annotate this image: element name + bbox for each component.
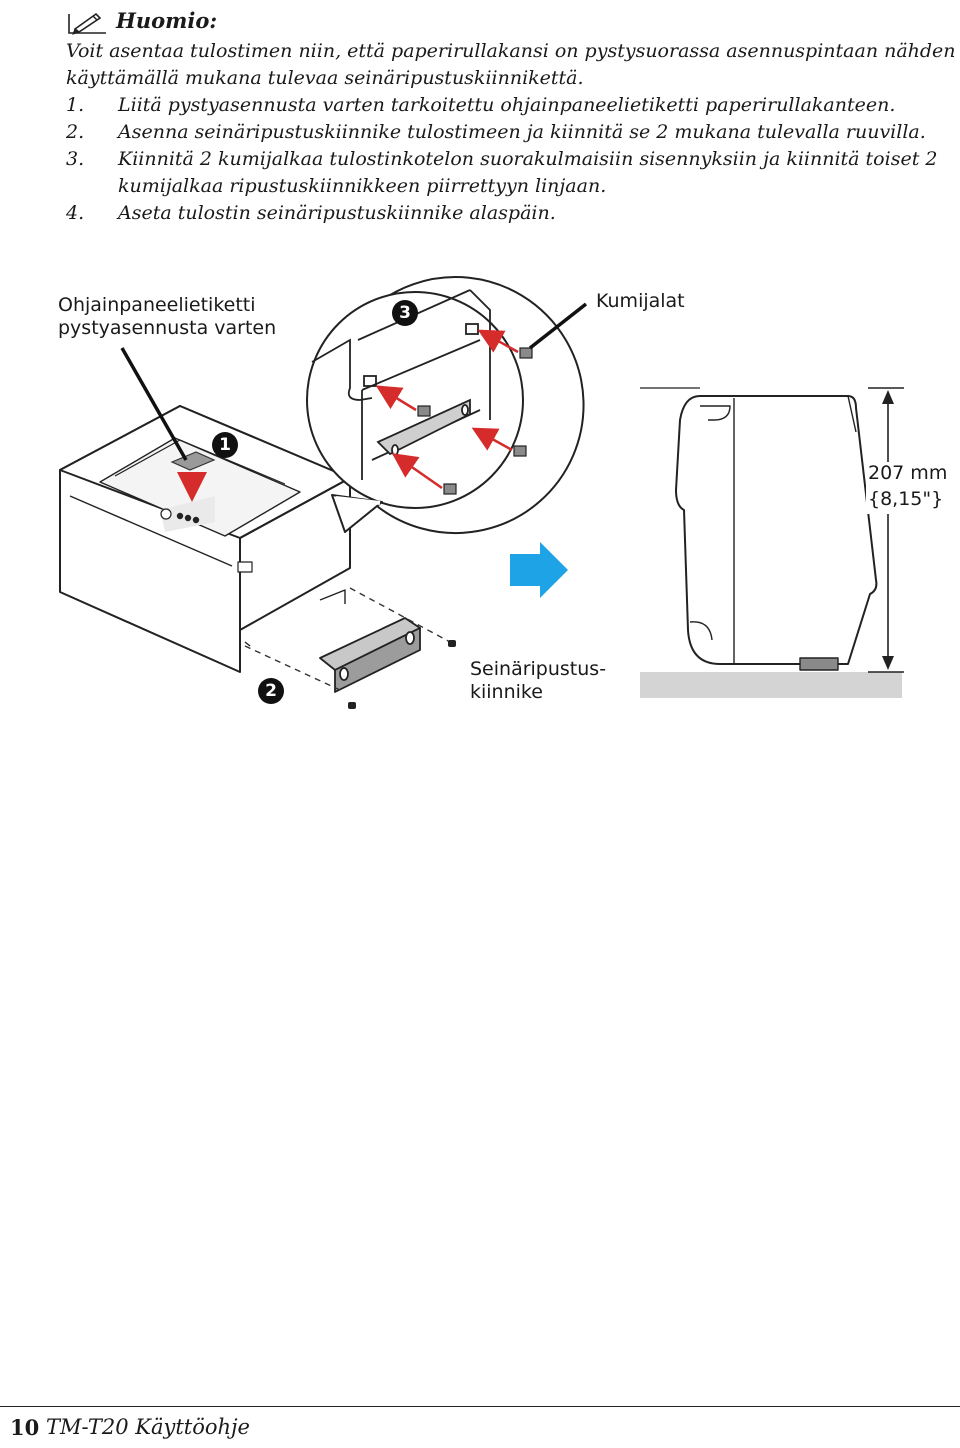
note-intro: Voit asentaa tulostimen niin, että paper… — [66, 40, 956, 89]
step-item: 3. Kiinnitä 2 kumijalkaa tulostinkotelon … — [66, 146, 956, 200]
step-text: Kiinnitä 2 kumijalkaa tulostinkotelon su… — [118, 148, 938, 197]
step-text: Aseta tulostin seinäripustuskiinnike ala… — [118, 202, 556, 224]
label-bracket-line1: Seinäripustus- — [470, 658, 607, 680]
rubber-foot-icon — [417, 347, 533, 495]
note-box: Huomio: Voit asentaa tulostimen niin, et… — [66, 8, 956, 227]
wall-bracket-illustration — [319, 617, 421, 693]
zoom-circle — [306, 291, 524, 509]
step-list: 1. Liitä pystyasennusta varten tarkoitett… — [66, 92, 956, 227]
step-number: 2. — [66, 121, 85, 143]
label-bracket-line2: kiinnike — [470, 681, 543, 703]
step-number: 3. — [66, 148, 85, 170]
step-item: 4. Aseta tulostin seinäripustuskiinnike a… — [66, 200, 956, 227]
installation-illustration — [59, 276, 946, 709]
label-rubber-feet: Kumijalat — [596, 290, 685, 312]
label-control-panel-line2: pystyasennusta varten — [58, 317, 277, 339]
installation-figure: Ohjainpaneelietiketti pystyasennusta var… — [0, 270, 960, 730]
printer-side-view — [675, 395, 878, 671]
step-item: 2. Asenna seinäripustuskiinnike tulostime… — [66, 119, 956, 146]
note-body: Voit asentaa tulostimen niin, että paper… — [66, 38, 956, 227]
dimension-inch: {8,15"} — [868, 488, 944, 510]
label-control-panel-line1: Ohjainpaneelietiketti — [58, 294, 256, 316]
step-text: Liitä pystyasennusta varten tarkoitettu … — [118, 94, 896, 116]
note-title: Huomio: — [116, 8, 218, 33]
note-header: Huomio: — [66, 8, 956, 38]
manual-title: TM-T20 Käyttöohje — [46, 1415, 250, 1439]
printer-illustration — [59, 405, 351, 673]
step-item: 1. Liitä pystyasennusta varten tarkoitett… — [66, 92, 956, 119]
step-number: 1. — [66, 94, 85, 116]
surface — [640, 672, 902, 698]
page-number: 10 — [10, 1415, 40, 1440]
step-badge-1: 1 — [212, 432, 238, 458]
screw-icon — [348, 640, 456, 709]
step-badge-2: 2 — [258, 678, 284, 704]
step-number: 4. — [66, 202, 85, 224]
page-footer: 10 TM-T20 Käyttöohje — [0, 1406, 960, 1448]
control-panel-label-graphic — [170, 451, 216, 471]
dimension-mm: 207 mm — [868, 462, 948, 484]
step-badge-3: 3 — [392, 300, 418, 326]
direction-arrow — [510, 542, 568, 598]
pencil-icon — [68, 12, 106, 35]
step-text: Asenna seinäripustuskiinnike tulostimeen… — [118, 121, 926, 143]
